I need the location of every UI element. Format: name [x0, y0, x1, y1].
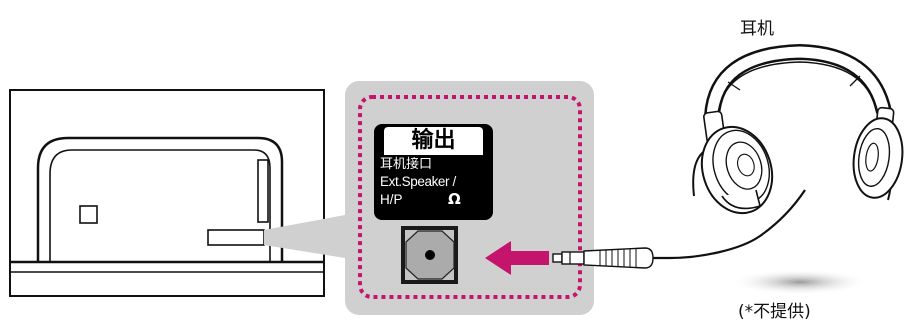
port-label-hp: H/P — [380, 192, 403, 207]
port-title: 输出 — [384, 127, 483, 155]
tv-port-area — [207, 229, 265, 246]
headphone-jack-socket — [401, 226, 458, 284]
tv-slot-square — [79, 205, 98, 224]
insert-arrow — [485, 241, 549, 275]
tv-back-illustration — [9, 89, 325, 297]
not-supplied-note: (*不提供) — [738, 302, 811, 322]
port-label-ext-speaker: Ext.Speaker / — [380, 174, 456, 189]
highlight-dotted-border — [358, 95, 582, 299]
headphone-symbol-icon: Ω — [448, 190, 461, 208]
tv-side-slot — [257, 159, 269, 223]
cable — [653, 189, 806, 260]
headphones-shadow — [730, 269, 870, 295]
port-label-chinese: 耳机接口 — [380, 157, 433, 172]
output-port-label-panel: 输出 耳机接口 Ext.Speaker / H/P Ω — [374, 124, 493, 220]
zoom-wedge — [264, 215, 345, 258]
headphone-plug — [552, 189, 806, 269]
headphones-illustration — [692, 43, 904, 295]
headphones-label: 耳机 — [740, 19, 774, 39]
